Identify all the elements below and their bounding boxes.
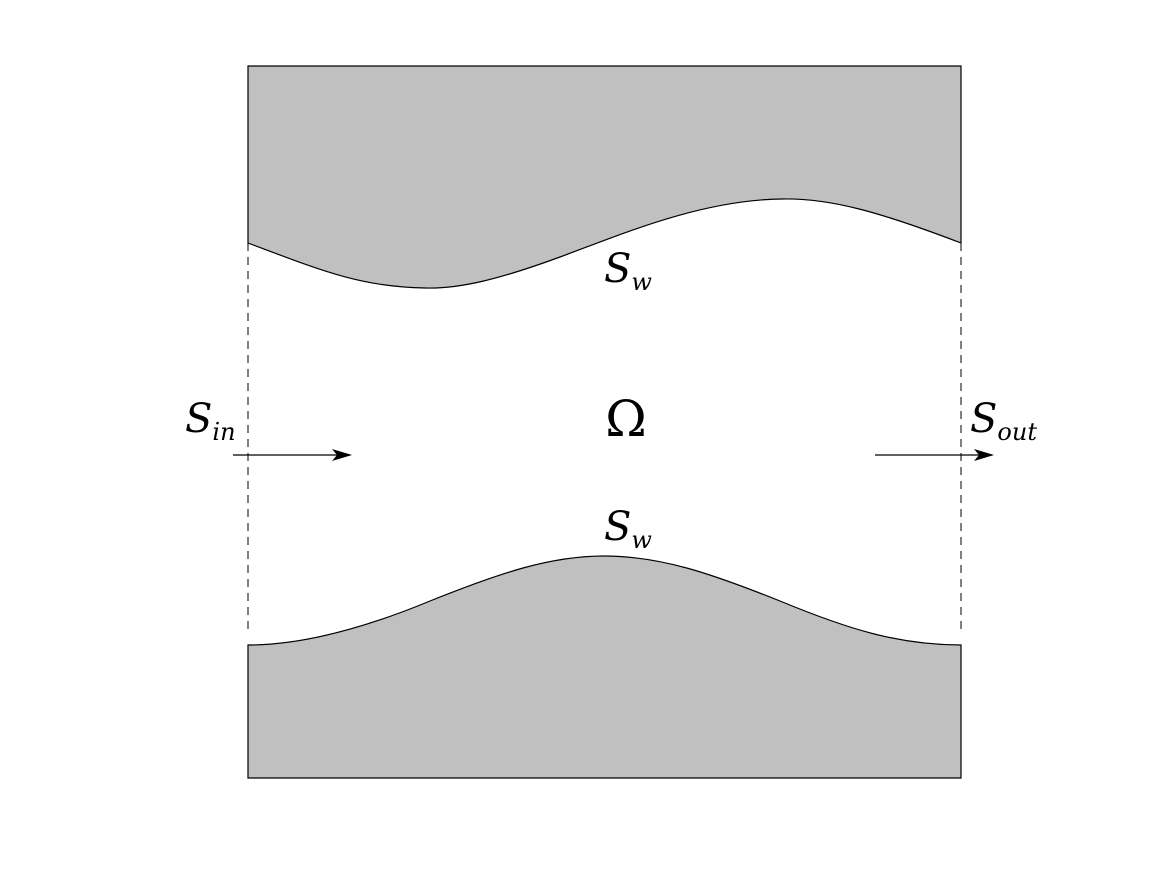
wall-top-label-main: S [604, 246, 631, 292]
bottom-wall-block [247, 555, 962, 779]
inlet-label: Sin [185, 396, 236, 446]
domain-label: Ω [605, 390, 646, 448]
top-wall-block [247, 65, 962, 289]
wall-bottom-label: Sw [604, 504, 652, 554]
wall-top-label: Sw [604, 246, 652, 296]
wall-bottom-label-sub: w [631, 526, 652, 554]
inlet-label-sub: in [212, 418, 235, 446]
wall-bottom-label-main: S [604, 504, 631, 550]
outlet-label: Sout [970, 396, 1037, 446]
outlet-label-sub: out [997, 418, 1037, 446]
wall-top-label-sub: w [631, 268, 652, 296]
inlet-label-main: S [185, 396, 212, 442]
outlet-label-main: S [970, 396, 997, 442]
